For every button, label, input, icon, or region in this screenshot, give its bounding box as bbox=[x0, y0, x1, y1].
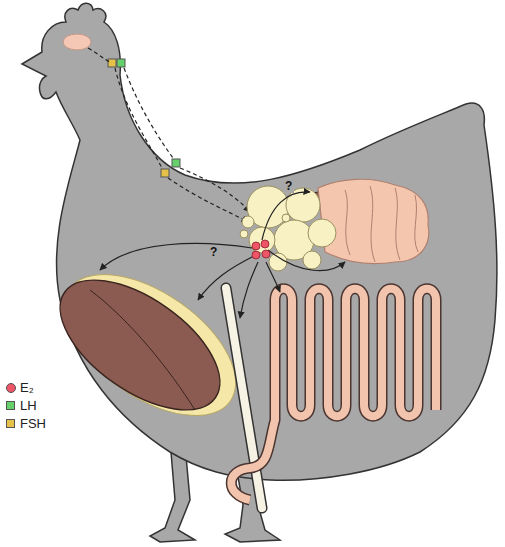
e2-arrows bbox=[100, 192, 345, 318]
legend-swatch bbox=[6, 419, 15, 428]
oviduct bbox=[318, 179, 429, 263]
dashed-arrow bbox=[180, 168, 250, 212]
hen-body bbox=[22, 3, 497, 480]
e2-dot bbox=[252, 242, 260, 250]
legend-row: E₂ bbox=[4, 380, 36, 396]
brain bbox=[63, 34, 91, 50]
e2-dot bbox=[261, 240, 269, 248]
dashed-path bbox=[115, 68, 162, 168]
fsh-square bbox=[108, 59, 116, 67]
legend-row: LH bbox=[4, 398, 39, 414]
legend-text: E₂ bbox=[20, 380, 34, 396]
legend-text: FSH bbox=[20, 416, 46, 432]
liver-lobe-line bbox=[90, 290, 195, 410]
lh-square bbox=[117, 59, 125, 67]
liver bbox=[38, 255, 241, 436]
legend-swatch bbox=[6, 401, 15, 410]
oviduct-fold bbox=[345, 186, 418, 262]
legend-swatch bbox=[6, 383, 16, 393]
legend-row: FSH bbox=[4, 416, 48, 432]
question-mark: ? bbox=[208, 246, 219, 259]
e2-dot bbox=[252, 251, 260, 259]
lh-square bbox=[172, 159, 180, 167]
intestine bbox=[231, 289, 436, 500]
e2-dot bbox=[262, 250, 270, 258]
fsh-square bbox=[161, 169, 169, 177]
ovary-follicles bbox=[240, 186, 336, 271]
dashed-path bbox=[124, 68, 173, 158]
legend-text: LH bbox=[20, 398, 37, 414]
dashed-path bbox=[88, 48, 110, 62]
question-mark: ? bbox=[283, 180, 294, 193]
dashed-arrow bbox=[168, 178, 248, 222]
